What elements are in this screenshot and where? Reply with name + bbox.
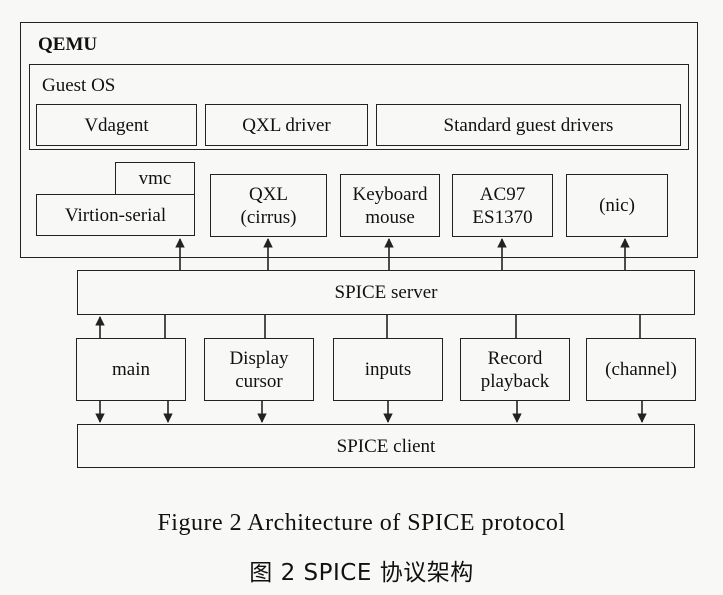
vmc-box: vmc <box>115 162 195 195</box>
virtio-serial-box: Virtion-serial <box>36 194 195 236</box>
vdagent-label: Vdagent <box>84 114 149 136</box>
qxl-driver-box: QXL driver <box>205 104 368 146</box>
qemu-box <box>20 22 698 258</box>
guest-os-title: Guest OS <box>42 75 116 96</box>
playback-label: playback <box>480 370 550 392</box>
main-channel-label: main <box>112 359 150 380</box>
spice-server-box: SPICE server <box>77 270 695 315</box>
qxl-device-label-2: (cirrus) <box>240 206 297 228</box>
ac97-label: AC97 <box>479 183 526 205</box>
figure-caption-zh: 图 2 SPICE 协议架构 <box>249 560 474 586</box>
guest-os-box <box>29 64 689 150</box>
spice-client-label: SPICE client <box>336 435 436 457</box>
generic-channel-label: (channel) <box>605 359 677 380</box>
qxl-device-label-1: QXL <box>248 183 289 205</box>
audio-device-box: AC97 ES1370 <box>452 174 553 237</box>
main-channel-box: main <box>76 338 186 401</box>
record-playback-channel-box: Record playback <box>460 338 570 401</box>
virtio-serial-label: Virtion-serial <box>64 204 167 226</box>
display-label: Display <box>229 347 289 369</box>
figure-caption-en: Figure 2 Architecture of SPICE protocol <box>157 510 566 536</box>
nic-label: (nic) <box>599 195 635 216</box>
qxl-driver-label: QXL driver <box>242 114 331 136</box>
es1370-label: ES1370 <box>472 206 533 228</box>
inputs-channel-box: inputs <box>333 338 443 401</box>
display-cursor-channel-box: Display cursor <box>204 338 314 401</box>
vmc-label: vmc <box>138 168 172 189</box>
inputs-channel-label: inputs <box>364 359 412 380</box>
nic-box: (nic) <box>566 174 668 237</box>
record-label: Record <box>487 347 543 369</box>
spice-client-box: SPICE client <box>77 424 695 468</box>
qemu-title: QEMU <box>38 34 98 55</box>
standard-guest-drivers-box: Standard guest drivers <box>376 104 681 146</box>
mouse-label: mouse <box>365 206 415 228</box>
generic-channel-box: (channel) <box>586 338 696 401</box>
spice-server-label: SPICE server <box>334 282 438 303</box>
keyboard-mouse-box: Keyboard mouse <box>340 174 440 237</box>
keyboard-label: Keyboard <box>352 183 428 205</box>
standard-guest-drivers-label: Standard guest drivers <box>443 114 614 136</box>
vdagent-box: Vdagent <box>36 104 197 146</box>
cursor-label: cursor <box>235 370 283 392</box>
qxl-device-box: QXL (cirrus) <box>210 174 327 237</box>
